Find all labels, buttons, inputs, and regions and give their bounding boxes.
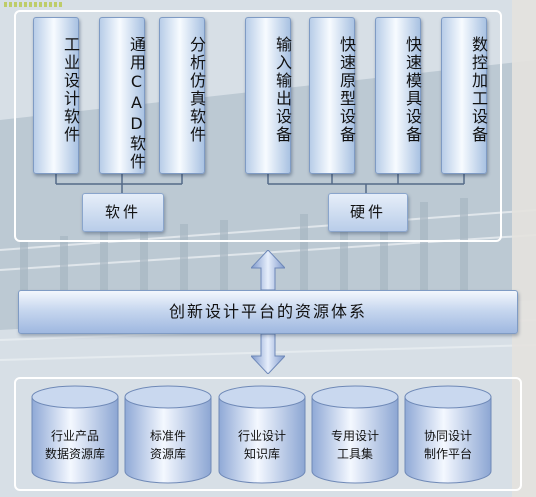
software-bar-simulation: 分析仿真软件 — [159, 17, 206, 174]
software-bar-label: 工业设计软件 — [61, 36, 80, 144]
resource-cylinder: 行业设计 知识库 — [218, 385, 306, 485]
resource-line1: 标准件 — [149, 429, 186, 443]
database-icon — [218, 385, 306, 484]
resource-line1: 专用设计 — [330, 429, 379, 443]
resource-line2: 制作平台 — [423, 447, 472, 461]
hardware-category-box: 硬件 — [328, 193, 408, 232]
hardware-bar-label: 输入输出设备 — [273, 36, 292, 144]
hardware-bar-label: 快速模具设备 — [403, 36, 422, 144]
hardware-bar-cnc: 数控加工设备 — [441, 17, 488, 174]
database-icon — [404, 385, 492, 484]
resource-cylinder: 行业产品 数据资源库 — [31, 385, 119, 485]
up-arrow-icon — [251, 250, 285, 290]
software-bar-cad: 通用CAD软件 — [99, 17, 146, 174]
top-frame — [14, 10, 502, 242]
resource-cylinder: 专用设计 工具集 — [311, 385, 399, 485]
resource-line2: 工具集 — [336, 447, 373, 461]
hardware-bar-io: 输入输出设备 — [245, 17, 292, 174]
bottom-frame — [14, 377, 522, 491]
software-bar-industrial-design: 工业设计软件 — [33, 17, 80, 174]
software-category-box: 软件 — [82, 193, 164, 232]
resource-line1: 行业产品 — [50, 429, 99, 443]
platform-banner: 创新设计平台的资源体系 — [18, 290, 518, 334]
hardware-bar-label: 快速原型设备 — [337, 36, 356, 144]
resource-line2: 资源库 — [149, 447, 186, 461]
platform-title: 创新设计平台的资源体系 — [168, 302, 367, 321]
resource-line1: 行业设计 — [237, 429, 286, 443]
database-icon — [124, 385, 212, 484]
hardware-category-label: 硬件 — [349, 203, 386, 221]
hardware-bar-rapid-mold: 快速模具设备 — [375, 17, 422, 174]
resource-line2: 数据资源库 — [44, 447, 105, 461]
database-icon — [311, 385, 399, 484]
logo-mark — [4, 2, 64, 8]
software-bar-label: 通用CAD软件 — [127, 36, 146, 171]
down-arrow-icon — [251, 334, 285, 374]
hardware-bar-label: 数控加工设备 — [469, 36, 488, 144]
resource-cylinder: 标准件 资源库 — [124, 385, 212, 485]
database-icon — [31, 385, 119, 484]
resource-line2: 知识库 — [243, 447, 280, 461]
resource-line1: 协同设计 — [423, 429, 472, 443]
hardware-bar-rapid-prototype: 快速原型设备 — [309, 17, 356, 174]
software-category-label: 软件 — [104, 203, 141, 221]
software-bar-label: 分析仿真软件 — [187, 36, 206, 144]
resource-cylinder: 协同设计 制作平台 — [404, 385, 492, 485]
